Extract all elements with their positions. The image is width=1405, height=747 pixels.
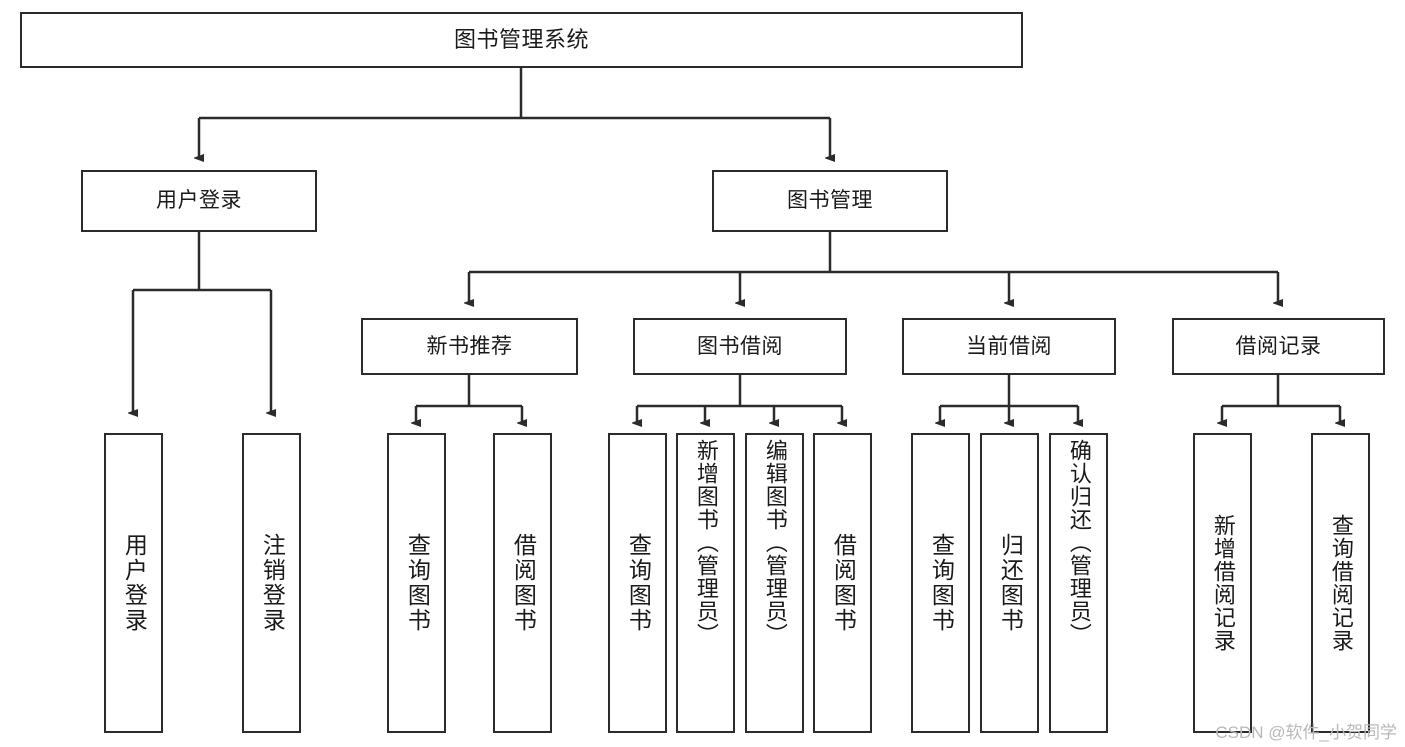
csdn-watermark: CSDN @软件_小贺同学 — [1215, 723, 1397, 742]
node-label: 图书管理系统 — [453, 26, 589, 52]
node-borrow-record[interactable]: 借阅记录 — [1172, 318, 1385, 375]
leaf-borrow-book-recommend[interactable]: 借阅图书 — [493, 433, 552, 733]
node-label: 图书借阅 — [697, 334, 783, 358]
node-root-system[interactable]: 图书管理系统 — [20, 12, 1023, 68]
node-label: 借阅图书 — [510, 533, 537, 633]
leaf-return-book[interactable]: 归还图书 — [980, 433, 1039, 733]
node-label: 注销登录 — [259, 533, 286, 633]
leaf-query-borrow-record[interactable]: 查询借阅记录 — [1311, 433, 1370, 733]
node-new-book-recommend[interactable]: 新书推荐 — [361, 318, 578, 375]
node-label: 查询借阅记录 — [1328, 514, 1354, 652]
leaf-add-book-admin[interactable]: 新增图书（管理员） — [676, 433, 735, 733]
node-user-login[interactable]: 用户登录 — [81, 170, 317, 232]
leaf-query-book-borrow[interactable]: 查询图书 — [608, 433, 667, 733]
node-label: 当前借阅 — [966, 334, 1052, 358]
node-book-borrow[interactable]: 图书借阅 — [633, 318, 847, 375]
leaf-borrow-book[interactable]: 借阅图书 — [813, 433, 872, 733]
node-label: 用户登录 — [156, 189, 242, 213]
leaf-confirm-return-admin[interactable]: 确认归还（管理员） — [1049, 433, 1108, 733]
node-label: 借阅记录 — [1235, 334, 1322, 358]
node-label: 新书推荐 — [426, 334, 513, 358]
node-current-borrow[interactable]: 当前借阅 — [902, 318, 1116, 375]
node-book-management[interactable]: 图书管理 — [712, 170, 948, 232]
leaf-user-login[interactable]: 用户登录 — [104, 433, 163, 733]
leaf-logout[interactable]: 注销登录 — [242, 433, 301, 733]
node-label: 编辑图书（管理员） — [762, 439, 788, 646]
node-label: 借阅图书 — [830, 533, 857, 633]
node-label: 查询图书 — [625, 533, 652, 633]
node-label: 图书管理 — [787, 189, 873, 213]
node-label: 用户登录 — [121, 533, 148, 633]
node-label: 新增图书（管理员） — [693, 439, 719, 646]
leaf-query-book-current[interactable]: 查询图书 — [911, 433, 970, 733]
leaf-edit-book-admin[interactable]: 编辑图书（管理员） — [745, 433, 804, 733]
node-label: 查询图书 — [928, 533, 955, 633]
leaf-add-borrow-record[interactable]: 新增借阅记录 — [1193, 433, 1252, 733]
node-label: 查询图书 — [404, 533, 431, 633]
leaf-query-book-recommend[interactable]: 查询图书 — [387, 433, 446, 733]
node-label: 确认归还（管理员） — [1066, 439, 1092, 646]
node-label: 新增借阅记录 — [1210, 514, 1236, 652]
node-label: 归还图书 — [997, 533, 1024, 633]
